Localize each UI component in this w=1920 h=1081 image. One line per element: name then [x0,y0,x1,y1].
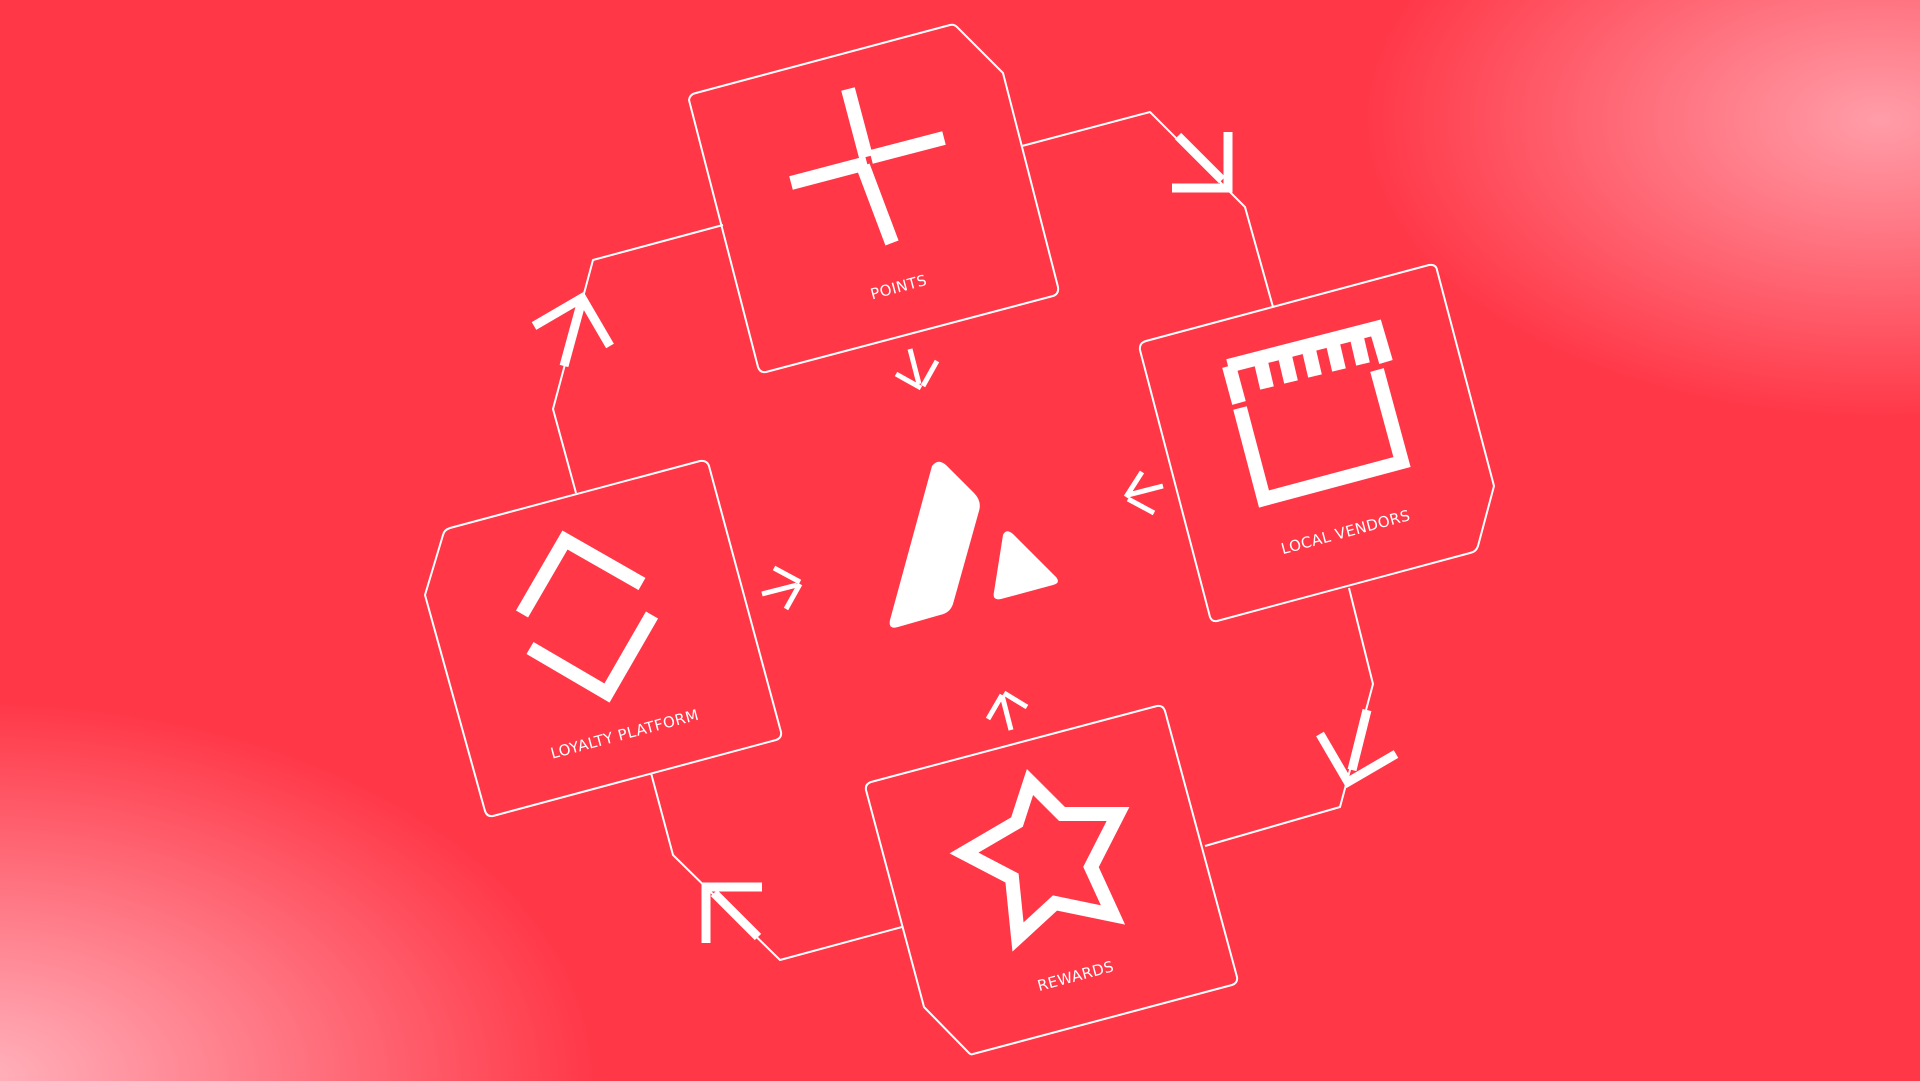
flow-arrow-to-points [531,291,614,368]
small-arrow-from-loyalty [761,565,803,611]
card-local-vendors-frame [1138,263,1495,623]
brand-logo-icon [889,461,1058,628]
node-rewards[interactable]: REWARDS [864,704,1239,1056]
connector-rewards-to-loyalty [650,772,903,961]
node-local-vendors[interactable]: LOCAL VENDORS [1138,263,1495,623]
node-loyalty-platform[interactable]: LOYALTY PLATFORM [424,459,783,818]
node-label-local-vendors: LOCAL VENDORS [1279,506,1412,558]
flow-arrow-to-rewards [1316,708,1399,789]
node-label-points: POINTS [869,271,929,303]
node-points[interactable]: POINTS [688,23,1060,374]
node-label-loyalty-platform: LOYALTY PLATFORM [549,706,701,763]
plus-icon [789,87,946,246]
small-arrow-from-points [894,348,940,391]
connector-loyalty-to-points [552,224,724,494]
node-label-rewards: REWARDS [1035,957,1115,995]
flow-arrow-to-vendors [1172,132,1233,193]
storefront-icon [1222,319,1411,508]
card-loyalty-platform-frame [424,459,783,818]
diamond-icon [515,530,659,703]
connector-vendors-to-rewards [1204,587,1374,847]
small-arrow-from-vendors [1123,470,1164,516]
connector-points-to-vendors [1021,111,1274,308]
small-arrow-from-rewards [985,690,1029,731]
flow-arrow-to-loyalty [701,882,762,943]
card-rewards-frame [864,704,1239,1056]
star-icon [949,768,1130,952]
card-points-frame [688,23,1060,374]
